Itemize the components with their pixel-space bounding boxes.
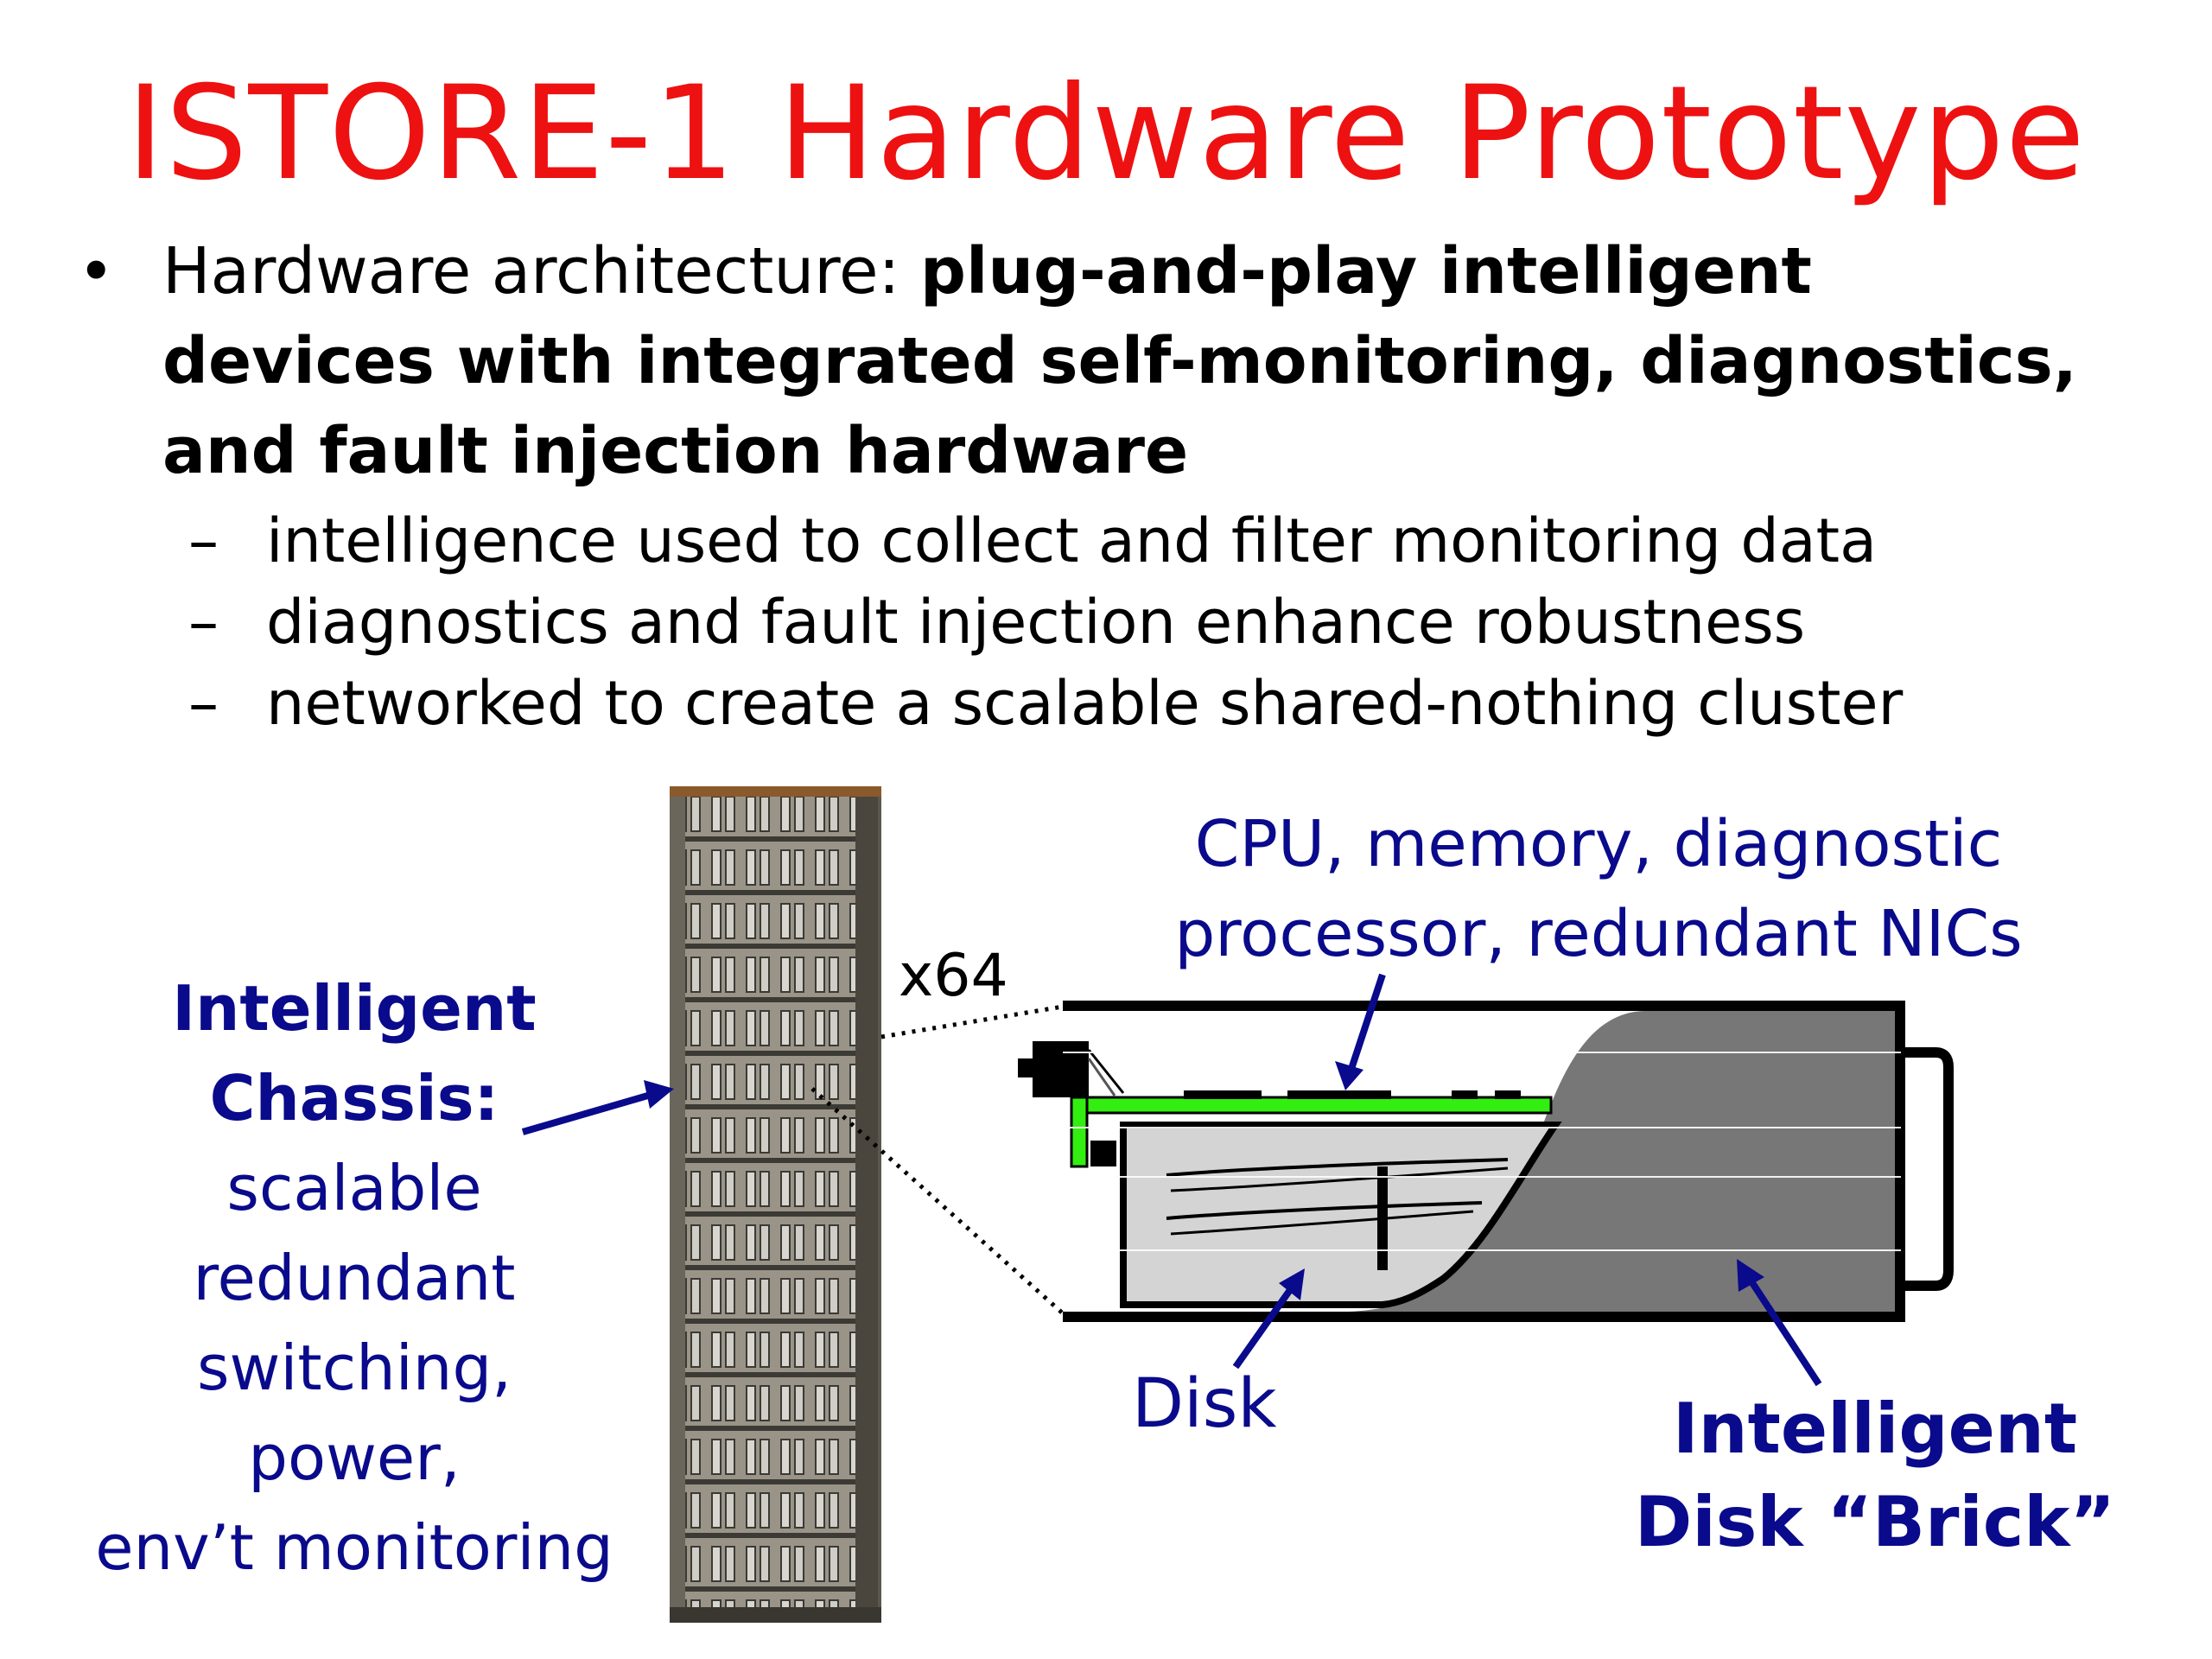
- disk-label: Disk: [1132, 1365, 1277, 1443]
- zoom-lines: [810, 1004, 1065, 1315]
- chassis-label-line-2: Chassis:: [209, 1062, 499, 1135]
- disk-arrow: [1232, 1268, 1305, 1370]
- bullet-lead: Hardware architecture:: [162, 234, 921, 308]
- brick-arrow: [1737, 1259, 1822, 1387]
- cpu-label-line-1: CPU, memory, diagnostic: [1194, 807, 2003, 881]
- cpu-arrow: [1335, 973, 1386, 1090]
- bullet-bold-3: and fault injection hardware: [162, 414, 1189, 488]
- brick-label-line-2: Disk “Brick”: [1634, 1482, 2116, 1562]
- sub-item-dash: –: [188, 505, 219, 576]
- sub-item-dash: –: [188, 668, 219, 739]
- chassis-label-line-7: env’t monitoring: [95, 1511, 613, 1584]
- rack-photo: [670, 786, 881, 1623]
- chassis-label-line-4: redundant: [193, 1242, 516, 1314]
- chassis-label-line-3: scalable: [226, 1152, 482, 1224]
- chassis-arrow: [521, 1080, 674, 1135]
- sub-item-text: networked to create a scalable shared-no…: [266, 668, 1904, 739]
- sub-item-2: –diagnostics and fault injection enhance…: [188, 581, 1805, 664]
- brick-label: Intelligent Disk “Brick”: [1607, 1382, 2143, 1569]
- bullet-text: Hardware architecture: plug-and-play int…: [162, 226, 2150, 496]
- slide-title: ISTORE-1 Hardware Prototype: [126, 59, 2086, 209]
- multiplier-label: x64: [899, 942, 1008, 1010]
- bullet-dot: •: [78, 235, 115, 308]
- chassis-label: Intelligent Chassis: scalable redundant …: [60, 963, 648, 1592]
- bullet-bold-2: devices with integrated self-monitoring,…: [162, 324, 2077, 398]
- brick-label-line-1: Intelligent: [1672, 1389, 2078, 1469]
- sub-item-3: –networked to create a scalable shared-n…: [188, 662, 1903, 745]
- cpu-label: CPU, memory, diagnostic processor, redun…: [1106, 799, 2091, 979]
- sub-item-1: –intelligence used to collect and filter…: [188, 499, 1877, 582]
- bullet-bold-1: plug-and-play intelligent: [920, 234, 1812, 308]
- bullet-line-1: Hardware architecture: plug-and-play int…: [162, 226, 2150, 316]
- disk-brick-drawing: [1018, 1001, 1954, 1322]
- chassis-label-line-6: power,: [248, 1421, 461, 1494]
- sub-item-text: intelligence used to collect and filter …: [266, 505, 1877, 576]
- chassis-label-line-5: switching,: [196, 1332, 512, 1404]
- cpu-label-line-2: processor, redundant NICs: [1174, 897, 2023, 971]
- chassis-label-line-1: Intelligent: [172, 972, 537, 1045]
- sub-item-text: diagnostics and fault injection enhance …: [266, 587, 1806, 658]
- sub-item-dash: –: [188, 587, 219, 658]
